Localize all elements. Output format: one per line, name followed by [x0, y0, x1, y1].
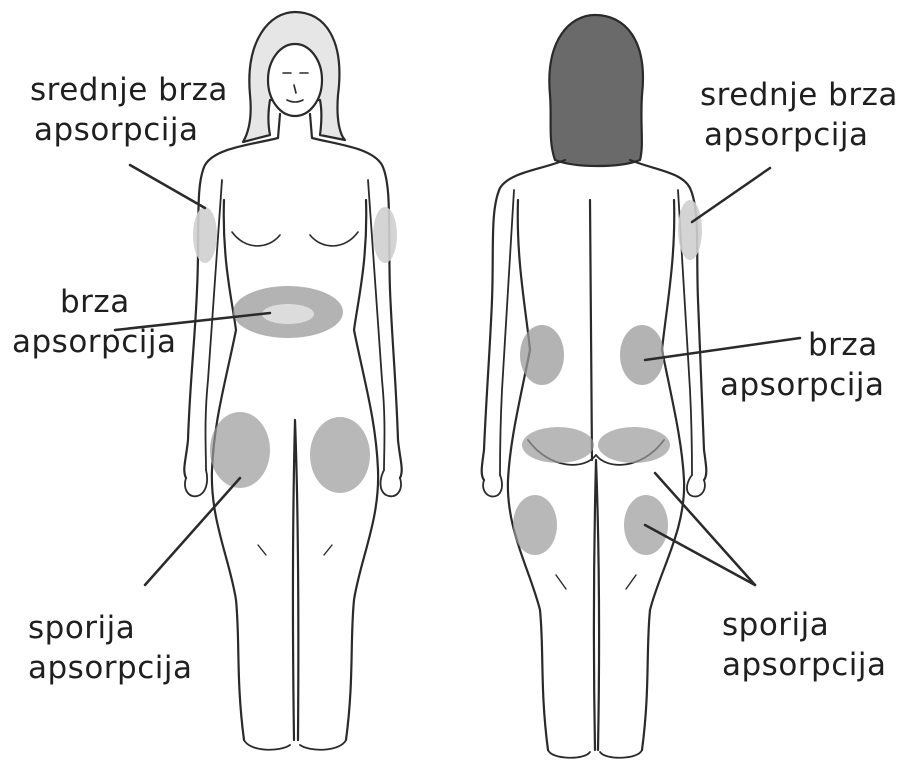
- label-back-slow: sporija apsorpcija: [722, 605, 886, 685]
- front-left-thigh-zone: [210, 412, 270, 488]
- label-line: sporija: [28, 608, 192, 648]
- label-line: apsorpcija: [700, 115, 898, 155]
- label-line: brza: [720, 325, 884, 365]
- label-back-medium: srednje brza apsorpcija: [700, 75, 898, 155]
- leader-front-medium: [130, 165, 205, 208]
- label-line: brza: [12, 282, 176, 322]
- leader-front-slow: [145, 478, 240, 585]
- back-left-buttock-zone: [522, 427, 594, 463]
- back-hair: [549, 15, 643, 166]
- leader-back-medium: [692, 168, 770, 222]
- label-front-fast: brza apsorpcija: [12, 282, 176, 362]
- label-line: sporija: [722, 605, 886, 645]
- label-line: apsorpcija: [722, 645, 886, 685]
- label-front-slow: sporija apsorpcija: [28, 608, 192, 688]
- front-right-arm-zone: [373, 207, 397, 263]
- back-body-outline: [482, 160, 707, 750]
- label-back-fast: brza apsorpcija: [720, 325, 884, 405]
- label-line: apsorpcija: [12, 322, 176, 362]
- back-right-flank-zone: [620, 325, 664, 385]
- front-face: [268, 44, 322, 116]
- back-right-buttock-zone: [598, 427, 670, 463]
- back-left-flank-zone: [520, 325, 564, 385]
- label-line: srednje brza: [700, 75, 898, 115]
- back-right-arm-zone: [678, 200, 702, 260]
- front-left-arm-zone: [193, 207, 217, 263]
- label-line: srednje brza: [30, 70, 228, 110]
- label-line: apsorpcija: [720, 365, 884, 405]
- back-left-thigh-zone: [513, 495, 557, 555]
- back-figure: [482, 15, 707, 758]
- label-line: apsorpcija: [28, 648, 192, 688]
- label-line: apsorpcija: [30, 110, 228, 150]
- label-front-medium: srednje brza apsorpcija: [30, 70, 228, 150]
- front-right-thigh-zone: [310, 417, 370, 493]
